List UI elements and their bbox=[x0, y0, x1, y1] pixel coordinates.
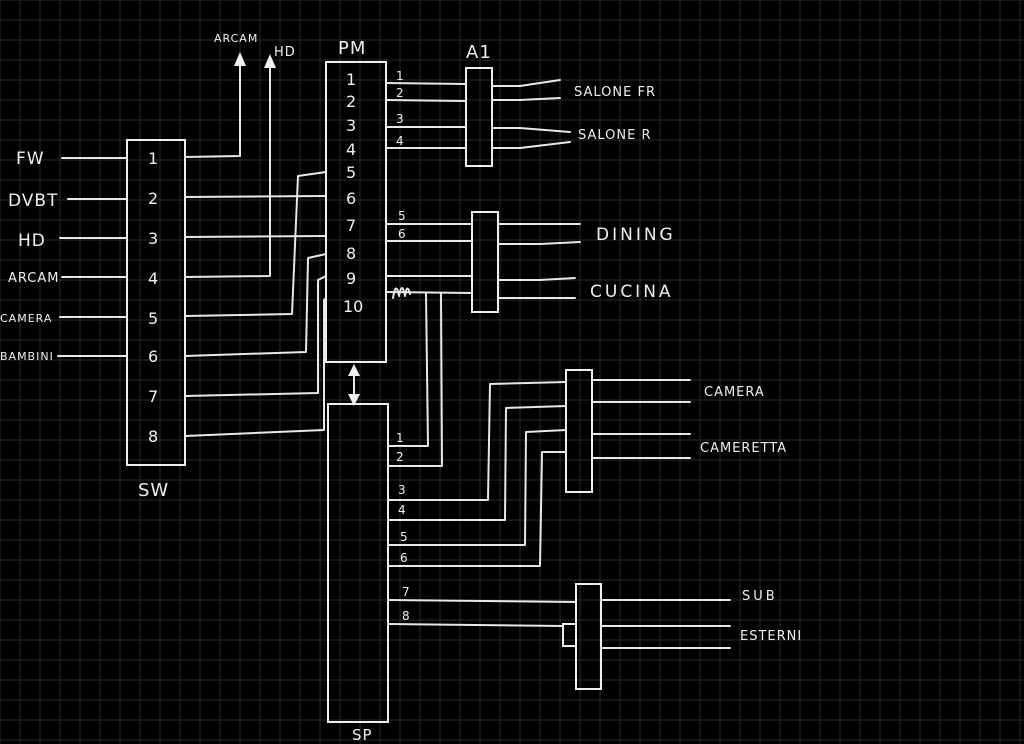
pm-out-5: 5 bbox=[398, 209, 406, 223]
sw-box bbox=[126, 139, 186, 466]
pm-port-1: 1 bbox=[346, 70, 356, 89]
sw-port-2: 2 bbox=[148, 189, 158, 208]
input-label-camera: CAMERA bbox=[0, 312, 52, 325]
input-label-dvbt: DVBT bbox=[8, 191, 58, 211]
pm-port-7: 7 bbox=[346, 216, 356, 235]
sp-port-numbers: 1 2 3 4 5 6 7 8 bbox=[396, 431, 410, 623]
pm-port-9: 9 bbox=[346, 269, 356, 288]
sp-port-4: 4 bbox=[398, 503, 406, 517]
zone-label-dining: DINING bbox=[596, 225, 676, 245]
sw-port-6: 6 bbox=[148, 347, 158, 366]
pm-output-wires bbox=[385, 82, 473, 299]
zone-label-cucina: CUCINA bbox=[590, 282, 674, 302]
input-labels: FW DVBT HD ARCAM CAMERA BAMBINI bbox=[0, 149, 59, 363]
pm-port-numbers: 1 2 3 4 5 6 7 8 9 10 bbox=[343, 70, 363, 316]
sp-port-1: 1 bbox=[396, 431, 404, 445]
pm-title: PM bbox=[338, 38, 366, 59]
pm-port-5: 5 bbox=[346, 163, 356, 182]
sw-port-5: 5 bbox=[148, 309, 158, 328]
a1-title: A1 bbox=[466, 42, 492, 63]
pm-port-3: 3 bbox=[346, 116, 356, 135]
a1-bottom-box bbox=[471, 211, 499, 313]
pm-port-10: 10 bbox=[343, 297, 363, 316]
sp-output-wires bbox=[387, 293, 577, 627]
input-wires bbox=[57, 157, 128, 357]
input-label-arcam: ARCAM bbox=[8, 271, 59, 286]
arcam-output-label: ARCAM bbox=[214, 32, 258, 45]
sp-port-8: 8 bbox=[402, 609, 410, 623]
sp-port-2: 2 bbox=[396, 450, 404, 464]
pm-out-6: 6 bbox=[398, 227, 406, 241]
sp-box bbox=[327, 403, 389, 723]
pm-out-4: 4 bbox=[396, 134, 404, 148]
input-label-bambini: BAMBINI bbox=[0, 350, 54, 363]
zone-label-sub: SUB bbox=[742, 589, 778, 604]
sw-title: SW bbox=[138, 480, 169, 501]
zone-label-esterni: ESTERNI bbox=[740, 629, 802, 644]
sp-port-3: 3 bbox=[398, 483, 406, 497]
zone-label-salone-fr: SALONE FR bbox=[574, 85, 656, 100]
sw-port-3: 3 bbox=[148, 229, 158, 248]
a1-zone-wires bbox=[491, 79, 581, 299]
sp-port-5: 5 bbox=[400, 530, 408, 544]
input-label-fw: FW bbox=[16, 149, 45, 169]
amp-sub-small-box bbox=[562, 623, 577, 647]
amp-zone-wires bbox=[591, 379, 731, 649]
sp-title: SP bbox=[352, 726, 373, 744]
zone-label-salone-r: SALONE R bbox=[578, 128, 652, 143]
pm-port-6: 6 bbox=[346, 189, 356, 208]
zone-labels: SALONE FR SALONE R DINING CUCINA CAMERA … bbox=[574, 85, 802, 644]
pm-port-2: 2 bbox=[346, 92, 356, 111]
a1-top-box bbox=[465, 67, 493, 167]
zone-label-camera: CAMERA bbox=[704, 385, 765, 400]
zone-label-cameretta: CAMERETTA bbox=[700, 441, 787, 456]
input-label-hd: HD bbox=[18, 231, 46, 251]
sw-port-numbers: 1 2 3 4 5 6 7 8 bbox=[148, 149, 158, 446]
sw-port-4: 4 bbox=[148, 269, 158, 288]
hd-output-label: HD bbox=[274, 45, 296, 60]
sw-output-wires bbox=[184, 52, 327, 437]
pm-sp-link bbox=[348, 364, 360, 406]
pm-box bbox=[325, 61, 387, 363]
pm-out-1: 1 bbox=[396, 69, 404, 83]
pm-output-numbers: 1 2 3 4 5 6 bbox=[396, 69, 406, 241]
sw-port-1: 1 bbox=[148, 149, 158, 168]
pm-out-3: 3 bbox=[396, 112, 404, 126]
sp-port-7: 7 bbox=[402, 585, 410, 599]
pm-out-2: 2 bbox=[396, 86, 404, 100]
amp-camera-box bbox=[565, 369, 593, 493]
pm-port-8: 8 bbox=[346, 244, 356, 263]
pm-port-4: 4 bbox=[346, 140, 356, 159]
sw-port-8: 8 bbox=[148, 427, 158, 446]
sw-port-7: 7 bbox=[148, 387, 158, 406]
sp-port-6: 6 bbox=[400, 551, 408, 565]
